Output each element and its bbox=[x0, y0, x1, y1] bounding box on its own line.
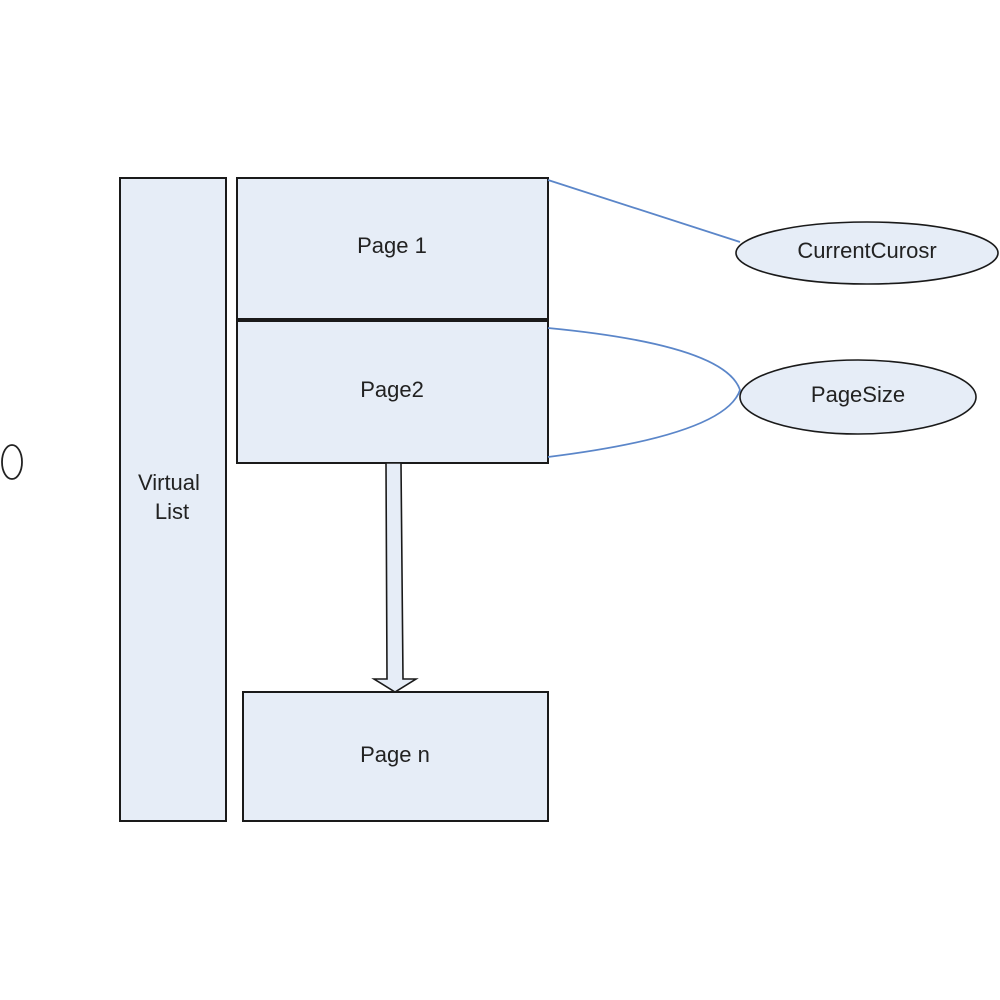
stray-ellipse-mark bbox=[1, 444, 23, 480]
page1-label: Page 1 bbox=[357, 233, 427, 258]
virtual-list-label: Virtual List bbox=[138, 470, 206, 524]
current-cursor-label: CurrentCurosr bbox=[797, 238, 936, 263]
page-size-label: PageSize bbox=[811, 382, 905, 407]
current-cursor-ellipse bbox=[735, 221, 999, 285]
page2-label: Page2 bbox=[360, 377, 424, 402]
page-size-ellipse bbox=[739, 359, 977, 435]
pagen-node: Page n bbox=[242, 691, 549, 822]
virtual-list-node: Virtual List bbox=[119, 177, 227, 822]
current-cursor-connector bbox=[547, 179, 741, 243]
down-arrow-icon bbox=[371, 462, 419, 693]
page2-node: Page2 bbox=[236, 320, 549, 464]
current-cursor-node: CurrentCurosr bbox=[735, 221, 999, 285]
virtual-list-label-line2: List bbox=[155, 499, 189, 524]
virtual-list-box bbox=[119, 177, 227, 822]
pagen-label: Page n bbox=[360, 742, 430, 767]
virtual-list-label-line1: Virtual bbox=[138, 470, 200, 495]
page1-box bbox=[236, 177, 549, 320]
page1-node: Page 1 bbox=[236, 177, 549, 320]
page2-box bbox=[236, 320, 549, 464]
pagen-box bbox=[242, 691, 549, 822]
page-size-node: PageSize bbox=[739, 359, 977, 435]
page-size-connector bbox=[547, 327, 741, 458]
